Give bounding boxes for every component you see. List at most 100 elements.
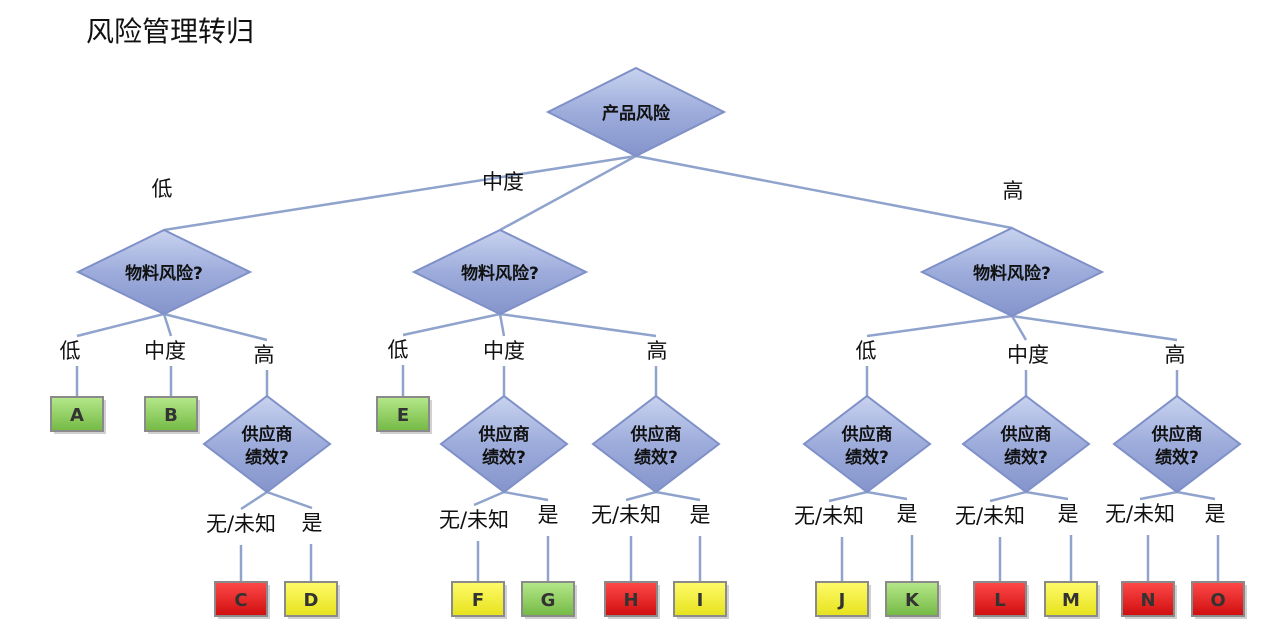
branch-label: 是 [897, 502, 918, 526]
result-letter: H [623, 590, 638, 611]
branch-label: 低 [856, 339, 877, 363]
decision-question: 供应商 [841, 424, 893, 445]
branch-label: 低 [388, 338, 409, 362]
branch-label: 高 [1003, 179, 1024, 203]
branch-label: 无/未知 [439, 508, 509, 532]
result-box: N [1121, 581, 1177, 619]
result-box-red [214, 581, 268, 617]
decision-question: 绩效? [634, 447, 678, 468]
result-letter: I [697, 590, 704, 611]
decision-diamond [591, 394, 721, 494]
decision-node: 产品风险 [545, 66, 727, 158]
result-letter: O [1210, 590, 1225, 611]
connector-line [989, 490, 1027, 503]
result-box: E [376, 396, 432, 434]
branch-label: 无/未知 [591, 503, 661, 527]
result-letter: K [905, 590, 920, 611]
result-letter: E [397, 405, 409, 426]
branch-label: 无/未知 [206, 512, 276, 536]
result-box: I [673, 581, 729, 619]
connector-line [402, 312, 501, 337]
result-box: F [451, 581, 507, 619]
decision-question: 供应商 [478, 424, 530, 445]
result-box: K [885, 581, 941, 619]
branch-label: 无/未知 [955, 504, 1025, 528]
connector-line [240, 490, 268, 511]
connector-line [625, 490, 657, 502]
decision-diamond [545, 66, 727, 158]
branch-label: 低 [60, 339, 81, 363]
decision-diamond [439, 394, 569, 494]
result-letter: M [1062, 590, 1080, 611]
connector-line [1176, 490, 1216, 501]
branch-label: 中度 [1007, 343, 1049, 367]
result-box: G [521, 581, 577, 619]
decision-question: 绩效? [245, 447, 289, 468]
result-box: B [144, 396, 200, 434]
decision-question: 供应商 [1000, 424, 1052, 445]
result-letter: D [304, 590, 319, 611]
decision-node: 物料风险? [919, 226, 1105, 318]
connector-line [1011, 314, 1178, 342]
result-letter: F [472, 590, 484, 611]
branch-label: 高 [647, 339, 668, 363]
result-letter: G [541, 590, 556, 611]
branch-label: 中度 [483, 339, 525, 363]
result-box-red [1191, 581, 1245, 617]
branch-label: 低 [152, 177, 173, 201]
decision-diamond [75, 228, 253, 316]
connector-lines [75, 154, 1220, 582]
page-title: 风险管理转归 [86, 15, 255, 48]
result-box-red [604, 581, 658, 617]
connector-line [1025, 490, 1069, 501]
result-box-red [1121, 581, 1175, 617]
result-box-red [973, 581, 1027, 617]
connector-line [266, 490, 313, 510]
decision-question: 产品风险 [602, 103, 671, 124]
result-letter: C [234, 590, 247, 611]
result-box-green [144, 396, 198, 432]
connector-line [473, 490, 505, 507]
connector-line [866, 314, 1013, 338]
result-box: C [214, 581, 270, 619]
connector-line [498, 313, 506, 337]
connector-line [163, 312, 268, 342]
connector-line [499, 154, 637, 232]
result-letter: B [164, 405, 178, 426]
connector-line [828, 490, 868, 503]
decision-diamond [961, 394, 1091, 494]
decision-question: 绩效? [845, 447, 889, 468]
result-letter: A [70, 405, 84, 426]
result-box-green [885, 581, 939, 617]
nodes: 产品风险低低A中度B高无/未知C是D供应商绩效?物料风险?中度低E中度无/未知F… [50, 66, 1247, 619]
decision-diamond [202, 394, 332, 494]
branch-label: 是 [302, 511, 323, 535]
branch-label: 是 [1058, 502, 1079, 526]
branch-label: 高 [1165, 343, 1186, 367]
decision-question: 供应商 [1151, 424, 1203, 445]
branch-label: 是 [1205, 502, 1226, 526]
decision-node: 物料风险? [75, 228, 253, 316]
result-letter: J [837, 590, 846, 611]
result-box-green [376, 396, 430, 432]
connector-line [1139, 490, 1178, 501]
result-box: J [815, 581, 871, 619]
decision-diamond [802, 394, 932, 494]
decision-diamond [411, 228, 589, 316]
result-box-green [521, 581, 575, 617]
decision-question: 物料风险? [125, 263, 203, 284]
result-box: H [604, 581, 660, 619]
branch-label: 是 [690, 503, 711, 527]
decision-question: 供应商 [241, 424, 293, 445]
branch-label: 无/未知 [1105, 502, 1175, 526]
decision-node: 物料风险? [411, 228, 589, 316]
connector-line [1010, 315, 1028, 341]
connector-line [866, 490, 908, 501]
decision-question: 绩效? [1155, 447, 1199, 468]
result-box-yellow [815, 581, 869, 617]
connector-line [635, 154, 1013, 230]
